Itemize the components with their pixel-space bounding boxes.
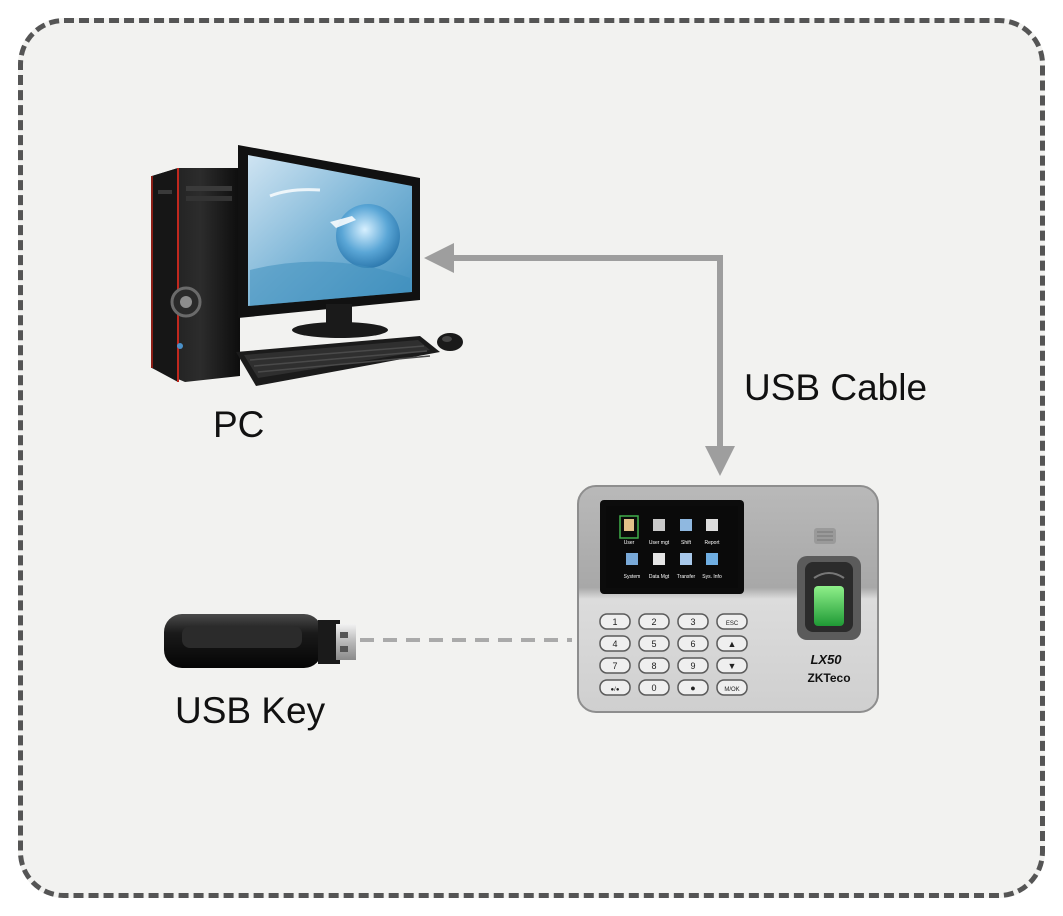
keypad-key-2-1 [638,657,670,674]
usb-key-icon [164,614,356,668]
screen-icon-label-6: Transfer [677,574,696,580]
keypad-key-0-1 [638,613,670,630]
keypad-key-label-3-1: 0 [651,683,656,693]
screen-icon-label-3: Report [704,540,720,546]
speaker-grille [814,528,836,544]
keypad-key-label-2-1: 8 [651,661,656,671]
usb-key-label: USB Key [175,690,326,731]
device-model: LX50 [810,652,842,667]
keyboard [236,336,440,386]
screen-icon-label-7: Sys. Info [702,574,722,580]
screen-icon-label-5: Data Mgt [649,574,670,580]
keypad-key-0-3 [716,613,748,630]
device-brand: ZKTeco [807,671,850,685]
keypad-key-1-1 [638,635,670,652]
computer-tower [151,168,240,382]
keypad-key-0-2 [677,613,709,630]
screen-icon-label-2: Shift [681,540,692,546]
keypad-key-label-2-0: 7 [612,661,617,671]
device-screen: User User mgt Shift Report System Data M… [600,500,744,594]
keypad-key-label-0-2: 3 [690,617,695,627]
keypad: 1 2 3 ESC 4 5 6 ▲ 7 8 9 ▼ ●/● 0 ● M/OK [599,613,748,696]
keypad-key-1-3 [716,635,748,652]
keypad-key-label-1-2: 6 [690,639,695,649]
mouse [437,333,463,351]
keypad-key-label-1-1: 5 [651,639,656,649]
keypad-key-3-2 [677,679,709,696]
screen-icon-grid [619,515,718,565]
keypad-key-label-3-2: ● [690,683,695,693]
usb-cable-connector [424,243,735,476]
keypad-key-3-1 [638,679,670,696]
keypad-key-1-2 [677,635,709,652]
keypad-key-label-2-2: 9 [690,661,695,671]
keypad-key-label-3-0: ●/● [611,687,620,693]
screen-icon-label-0: User [624,540,635,546]
keypad-key-3-3 [716,679,748,696]
monitor [238,145,420,338]
keypad-key-label-1-3: ▲ [728,639,737,649]
pc-icon [151,145,463,386]
keypad-key-2-3 [716,657,748,674]
time-attendance-device: User User mgt Shift Report System Data M… [577,485,879,713]
fingerprint-sensor [797,556,861,640]
keypad-key-1-0 [599,635,631,652]
pc-label: PC [213,404,265,445]
usb-cable-label: USB Cable [744,367,928,408]
keypad-key-label-3-3: M/OK [724,687,739,693]
keypad-key-2-2 [677,657,709,674]
screen-icon-label-4: System [624,574,641,580]
keypad-key-2-0 [599,657,631,674]
screen-icon-label-1: User mgt [649,540,670,546]
keypad-key-label-1-0: 4 [612,639,617,649]
keypad-key-0-0 [599,613,631,630]
keypad-key-3-0 [599,679,631,696]
keypad-key-label-2-3: ▼ [728,661,737,671]
keypad-key-label-0-0: 1 [612,617,617,627]
keypad-key-label-0-1: 2 [651,617,656,627]
keypad-key-label-0-3: ESC [726,621,739,627]
